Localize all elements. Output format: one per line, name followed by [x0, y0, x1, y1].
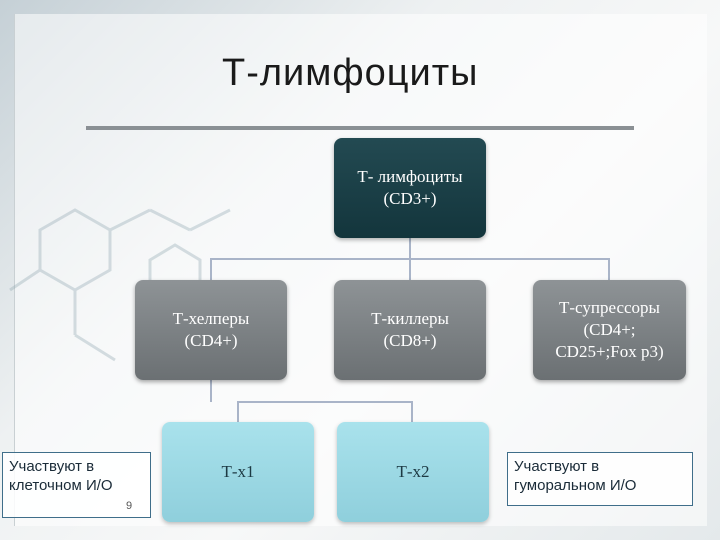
connector-to-th2 [411, 401, 413, 423]
page-title: Т-лимфоциты [222, 52, 479, 94]
note-humoral-line1: Участвуют в [514, 458, 600, 475]
node-t-killers-marker: (CD8+) [383, 331, 437, 350]
node-th2-label: Т-х2 [396, 462, 430, 481]
node-t-suppressors-marker-2: CD25+;Fox p3) [555, 342, 664, 361]
title-divider [86, 126, 634, 130]
note-cellular-immunity: Участвуют в клеточном И/О [2, 452, 151, 518]
node-t-helpers-marker: (CD4+) [184, 331, 238, 350]
note-humoral-line2: гуморальном И/О [514, 477, 637, 494]
note-cellular-line2: клеточном И/О [9, 477, 113, 494]
node-t-lymphocytes-label: Т- лимфоциты [357, 167, 463, 186]
connector-helpers-down [210, 378, 212, 402]
connector-to-helpers [210, 258, 212, 280]
node-t-suppressors-marker-1: (CD4+; [583, 320, 636, 339]
node-t-killers: Т-киллеры (CD8+) [334, 280, 486, 380]
page-number: 9 [126, 500, 133, 512]
node-t-helpers: Т-хелперы (CD4+) [135, 280, 287, 380]
node-t-suppressors-label: Т-супрессоры [559, 298, 660, 317]
connector-to-killers [409, 258, 411, 280]
node-t-helpers-label: Т-хелперы [172, 309, 250, 328]
node-t-killers-label: Т-киллеры [371, 309, 449, 328]
node-t-lymphocytes: Т- лимфоциты (CD3+) [334, 138, 486, 238]
note-cellular-line1: Участвуют в [9, 458, 95, 475]
note-humoral-immunity: Участвуют в гуморальном И/О [507, 452, 693, 506]
node-t-suppressors: Т-супрессоры (CD4+; CD25+;Fox p3) [533, 280, 686, 380]
connector-root-down [409, 237, 411, 259]
node-t-lymphocytes-marker: (CD3+) [383, 189, 437, 208]
connector-level3-bar [237, 401, 413, 403]
node-th1-label: Т-х1 [221, 462, 255, 481]
node-th2: Т-х2 [337, 422, 489, 522]
node-th1: Т-х1 [162, 422, 314, 522]
connector-to-suppressors [608, 258, 610, 280]
connector-to-th1 [237, 401, 239, 423]
